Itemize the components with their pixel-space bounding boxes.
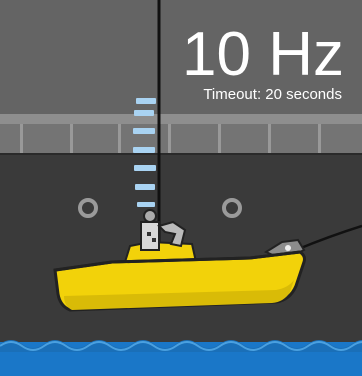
water [0, 340, 362, 376]
rail-posts [0, 124, 362, 154]
porthole-left [80, 200, 96, 216]
frequency-label: 10 Hz [182, 24, 344, 86]
timeout-label: Timeout: 20 seconds [203, 86, 342, 104]
porthole-right [224, 200, 240, 216]
rail-top [0, 114, 362, 124]
